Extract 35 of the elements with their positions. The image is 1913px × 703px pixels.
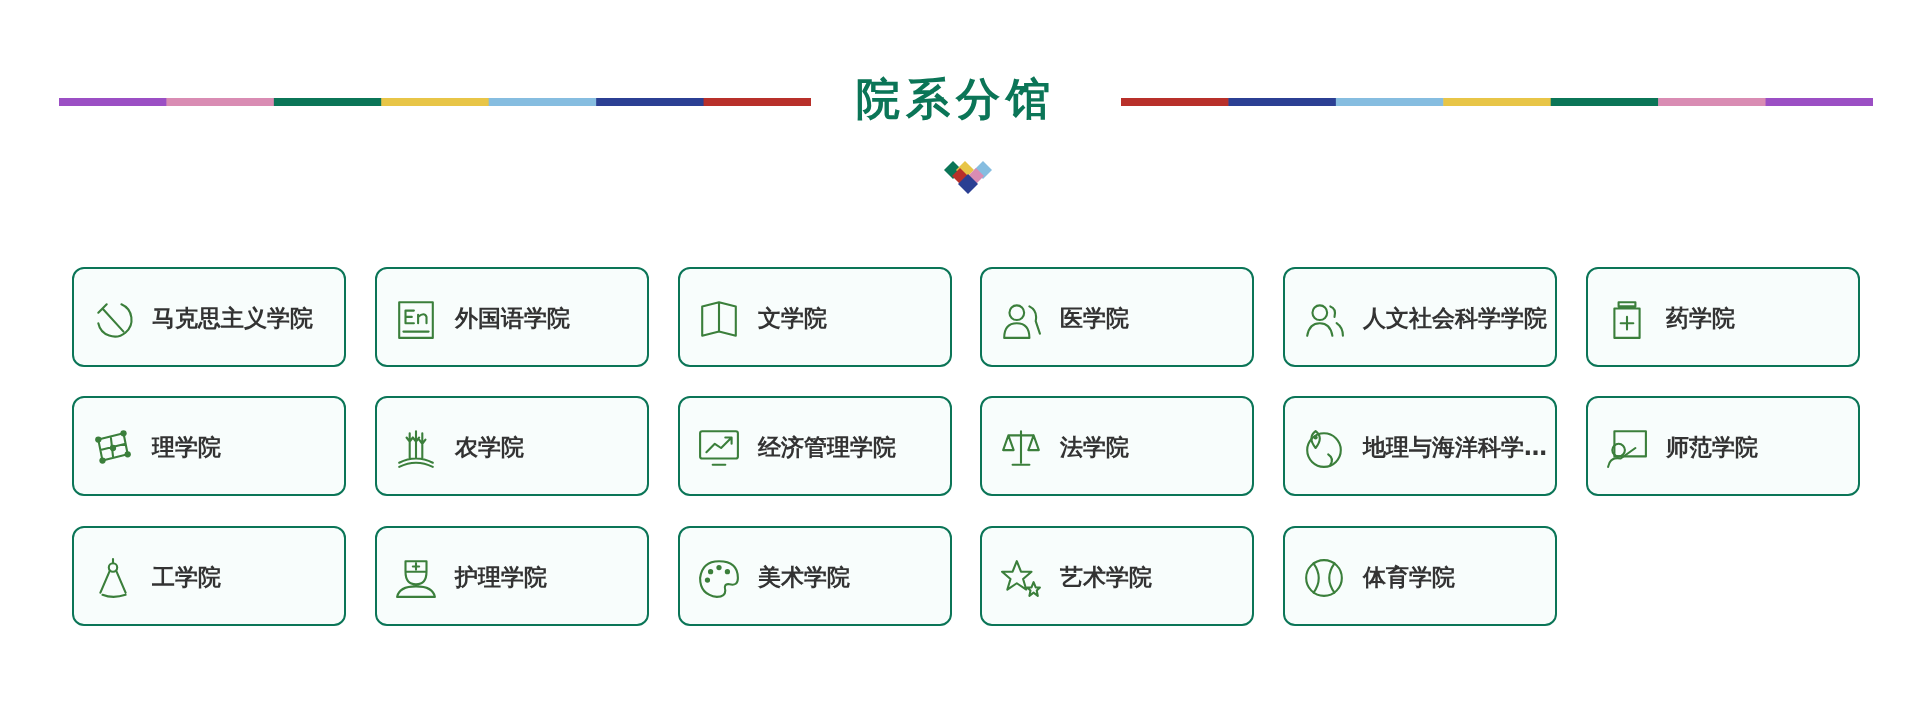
department-card: [375, 267, 649, 367]
department-name: 体育学院: [1363, 563, 1455, 592]
department-name: 师范学院: [1666, 433, 1758, 462]
department-card: [678, 526, 952, 626]
department-card: [72, 267, 346, 367]
department-name: 医学院: [1060, 304, 1129, 333]
department-card: [980, 396, 1254, 496]
department-card: [678, 267, 952, 367]
department-card: [1586, 396, 1860, 496]
department-name: 外国语学院: [455, 304, 570, 333]
department-name: 工学院: [152, 563, 221, 592]
department-card: [1586, 267, 1860, 367]
department-card: [72, 396, 346, 496]
department-name: 护理学院: [455, 563, 547, 592]
department-name: 人文社会科学学院: [1363, 304, 1547, 333]
department-name: 地理与海洋科学…: [1363, 433, 1547, 462]
department-name: 艺术学院: [1060, 563, 1152, 592]
department-name: 农学院: [455, 433, 524, 462]
department-card: [980, 267, 1254, 367]
department-card: [1283, 526, 1557, 626]
department-name: 文学院: [758, 304, 827, 333]
department-name: 理学院: [152, 433, 221, 462]
department-name: 法学院: [1060, 433, 1129, 462]
department-card: [980, 526, 1254, 626]
page-title: 院系分馆: [856, 72, 1056, 126]
department-card: [678, 396, 952, 496]
department-card: [375, 396, 649, 496]
department-name: 美术学院: [758, 563, 850, 592]
department-name: 药学院: [1666, 304, 1735, 333]
department-card: [1283, 396, 1557, 496]
department-name: 经济管理学院: [758, 433, 896, 462]
department-card: [72, 526, 346, 626]
department-card: [375, 526, 649, 626]
department-name: 马克思主义学院: [152, 304, 313, 333]
department-card: [1283, 267, 1557, 367]
